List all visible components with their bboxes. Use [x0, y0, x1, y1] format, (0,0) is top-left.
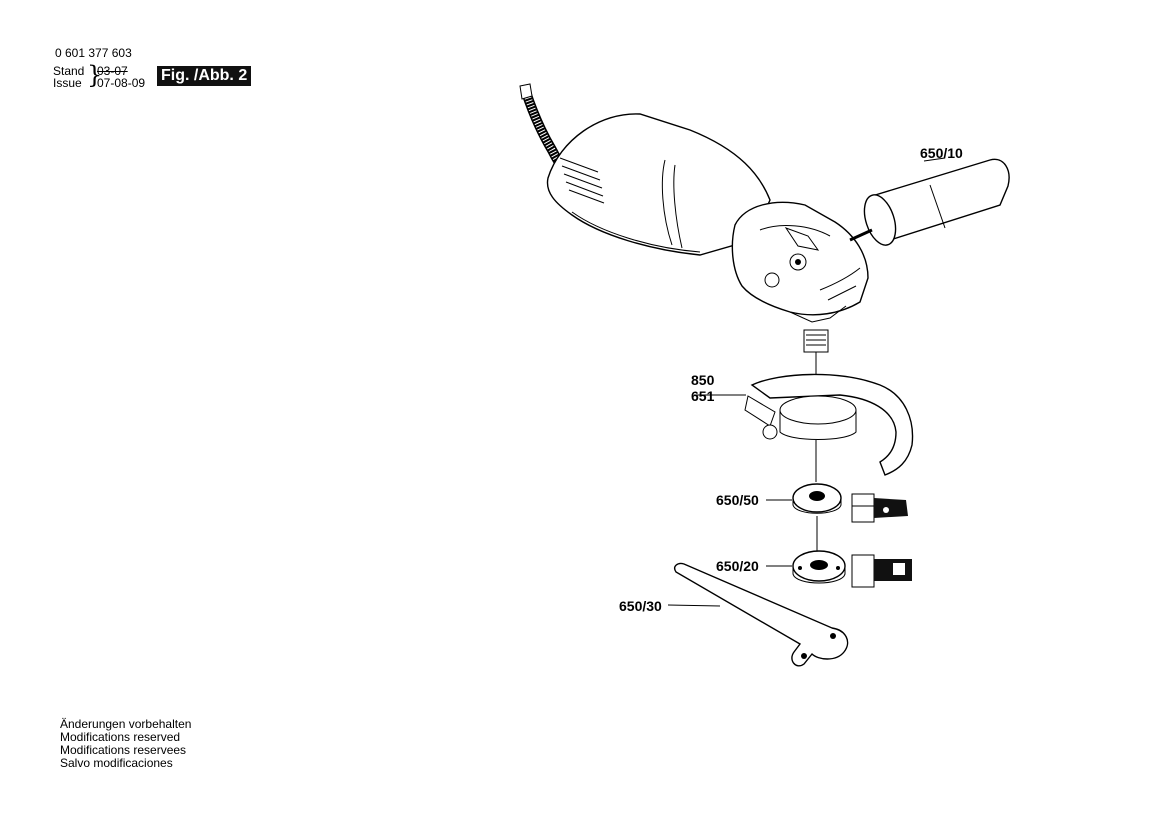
label-650-10: 650/10 [920, 145, 963, 161]
brace-icon: } [87, 61, 103, 89]
issue-date: 07-08-09 [97, 76, 146, 90]
leader-650-30 [667, 604, 721, 607]
notice-de: Änderungen vorbehalten [60, 717, 192, 731]
stand-label: Stand [53, 64, 85, 78]
part-number: 0 601 377 603 [55, 46, 132, 60]
figure-badge: Fig. /Abb. 2 [157, 66, 252, 86]
label-850: 850 [691, 372, 715, 388]
label-651: 651 [691, 388, 715, 404]
two-pin-spanner [674, 562, 849, 667]
notice-en: Modifications reserved [60, 730, 181, 744]
protection-guard [744, 373, 914, 482]
label-650-30: 650/30 [619, 598, 662, 614]
notice-fr: Modifications reservees [60, 743, 187, 757]
auxiliary-handle [849, 157, 1010, 246]
label-650-20: 650/20 [716, 558, 759, 574]
grinder-body [546, 113, 869, 390]
notice-es: Salvo modificaciones [60, 756, 173, 770]
clamping-nut [792, 550, 912, 588]
issue-label: Issue [53, 76, 82, 90]
label-650-50: 650/50 [716, 492, 759, 508]
mounting-flange [792, 483, 908, 555]
stand-date: 03-07 [97, 64, 128, 78]
